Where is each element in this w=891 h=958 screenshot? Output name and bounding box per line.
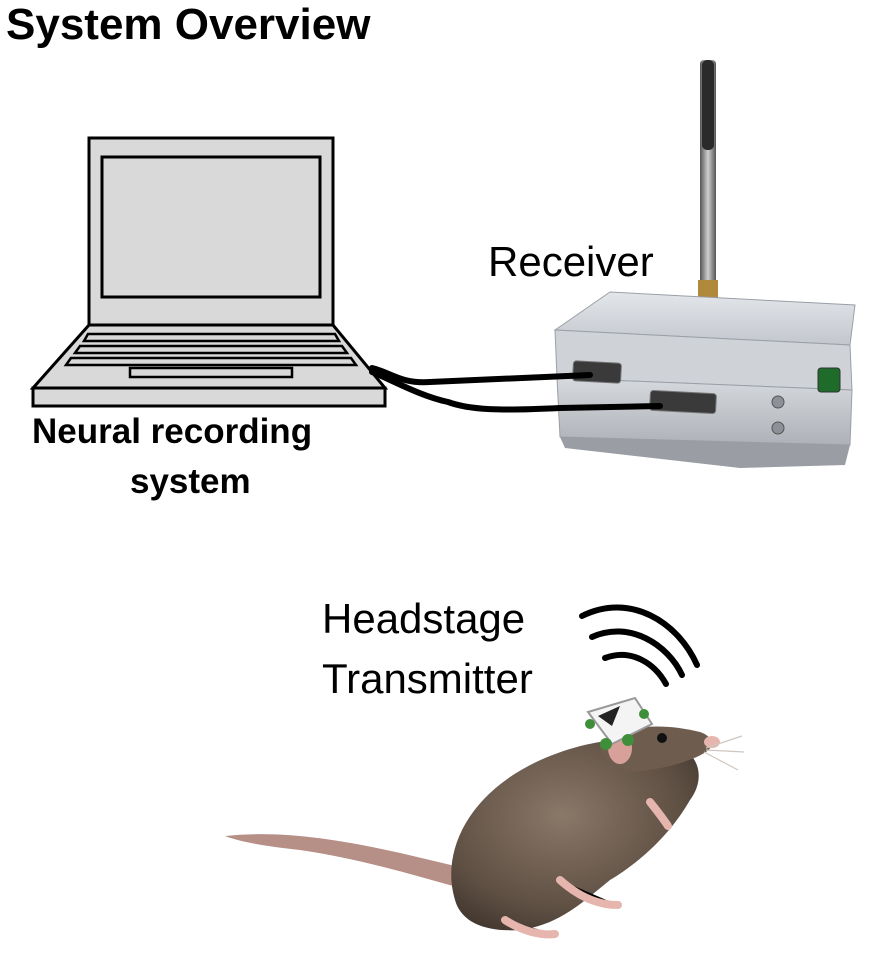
wireless-signal-icon [582,607,697,684]
headstage-label-line1: Headstage [322,595,525,643]
laptop-label-line2: system [130,462,251,502]
headstage-label-line2: Transmitter [322,655,533,703]
rat-illustration [225,726,744,934]
laptop-label-line1: Neural recording [32,412,312,452]
diagram-title: System Overview [6,0,370,50]
receiver-label: Receiver [488,238,654,286]
laptop-icon [33,138,385,406]
